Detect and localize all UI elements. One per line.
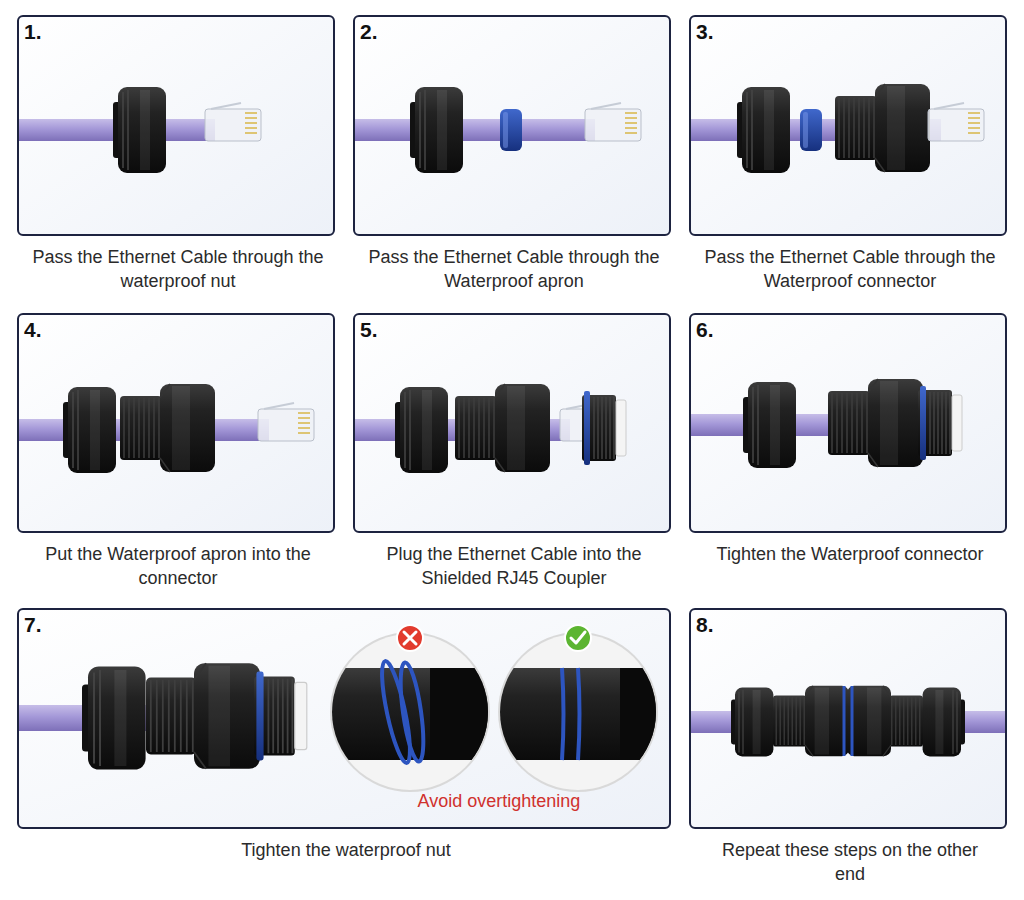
closeup-right-part [565, 625, 591, 651]
step-1-photo [19, 87, 261, 173]
step-7-photo [19, 663, 307, 769]
step-panel: 2.Pass the Ethernet Cable through the Wa… [353, 15, 671, 236]
step-panel: 4.Put the Waterproof apron into the conn… [17, 313, 335, 533]
step-2-photo [355, 87, 641, 173]
step-caption: Repeat these steps on the other end [720, 838, 980, 886]
step-3-photo-part [800, 109, 822, 151]
step-caption: Plug the Ethernet Cable into the Shielde… [364, 542, 664, 590]
step-3-photo [691, 84, 984, 173]
step-2-photo-part [585, 103, 641, 141]
step-number: 7. [24, 613, 42, 637]
step-caption: Pass the Ethernet Cable through the wate… [28, 245, 328, 293]
closeup-wrong [320, 625, 500, 800]
closeup-wrong-part-part [396, 661, 428, 763]
panel-backgrounds-part [690, 609, 1006, 828]
step-7-photo-part [146, 663, 260, 769]
step-7-photo-part [254, 672, 307, 761]
closeup-wrong-part [397, 625, 423, 651]
step-panel: 1.Pass the Ethernet Cable through the wa… [17, 15, 335, 236]
step-6-photo-part [918, 386, 962, 460]
step-5-photo-part [582, 391, 626, 465]
step-caption: Pass the Ethernet Cable through the Wate… [700, 245, 1000, 293]
closeup-wrong-part [404, 632, 416, 644]
panel-backgrounds-part [354, 314, 670, 532]
step-6-photo [691, 379, 962, 468]
step-4-photo-part [120, 384, 215, 472]
step-3-photo-part [928, 103, 984, 141]
warning-note: Avoid overtightening [399, 790, 599, 812]
closeup-right-part-part [490, 668, 670, 760]
step-caption: Put the Waterproof apron into the connec… [38, 542, 318, 590]
closeup-right-part-part [620, 668, 670, 760]
step-3-photo-part [737, 87, 790, 173]
step-caption: Tighten the waterproof nut [136, 838, 556, 862]
step-number: 6. [696, 318, 714, 342]
step-number: 2. [360, 20, 378, 44]
closeup-wrong-part-part [430, 668, 500, 760]
step-number: 1. [24, 20, 42, 44]
step-3-photo-part [835, 84, 930, 172]
step-8-photo-part [844, 686, 852, 756]
step-caption: Pass the Ethernet Cable through the Wate… [364, 245, 664, 293]
step-8-photo-part [773, 686, 849, 756]
step-8-photo-part [731, 688, 773, 757]
step-5-photo [355, 384, 626, 473]
step-8-photo-part [847, 686, 923, 756]
panel-backgrounds-part [690, 314, 1006, 532]
step-panel: 5.Plug the Ethernet Cable into the Shiel… [353, 313, 671, 533]
panel-backgrounds-part [18, 314, 334, 532]
closeup-right-part-part [490, 630, 670, 800]
step-6-photo-part [828, 379, 923, 467]
step-7-photo-part [82, 666, 146, 769]
closeup-right-part-part [562, 668, 580, 760]
step-panel: 3.Pass the Ethernet Cable through the Wa… [689, 15, 1007, 236]
step-number: 4. [24, 318, 42, 342]
closeup-right [490, 625, 670, 800]
step-4-photo-part [63, 387, 116, 473]
step-panel: 6.Tighten the Waterproof connector [689, 313, 1007, 533]
step-4-photo-part [258, 403, 314, 441]
step-number: 5. [360, 318, 378, 342]
step-4-photo [19, 384, 314, 473]
step-8-photo-part [923, 688, 965, 757]
step-number: 8. [696, 613, 714, 637]
panel-backgrounds-part [690, 16, 1006, 235]
step-5-photo-part [395, 387, 448, 473]
step-1-photo-part [205, 103, 261, 141]
step-6-photo-part [743, 382, 796, 468]
step-panel: 7.Avoid overtighteningTighten the waterp… [17, 608, 671, 829]
closeup-right-part [571, 632, 585, 643]
step-5-photo-part [455, 384, 550, 472]
panel-backgrounds-part [18, 16, 334, 235]
panel-backgrounds-part [354, 16, 670, 235]
closeup-wrong-part [320, 630, 500, 800]
step-caption: Tighten the Waterproof connector [691, 542, 1009, 566]
step-2-photo-part [500, 109, 522, 151]
panel-backgrounds [18, 16, 1006, 828]
panel-backgrounds-part [18, 609, 670, 828]
step-8-photo [691, 686, 1005, 757]
step-number: 3. [696, 20, 714, 44]
step-2-photo-part [410, 87, 463, 173]
step-panel: 8.Repeat these steps on the other end [689, 608, 1007, 829]
closeup-wrong-part-part [320, 630, 500, 800]
step-2-photo-part [355, 119, 595, 141]
step-1-photo-part [113, 87, 166, 173]
closeup-right-part [490, 630, 670, 800]
